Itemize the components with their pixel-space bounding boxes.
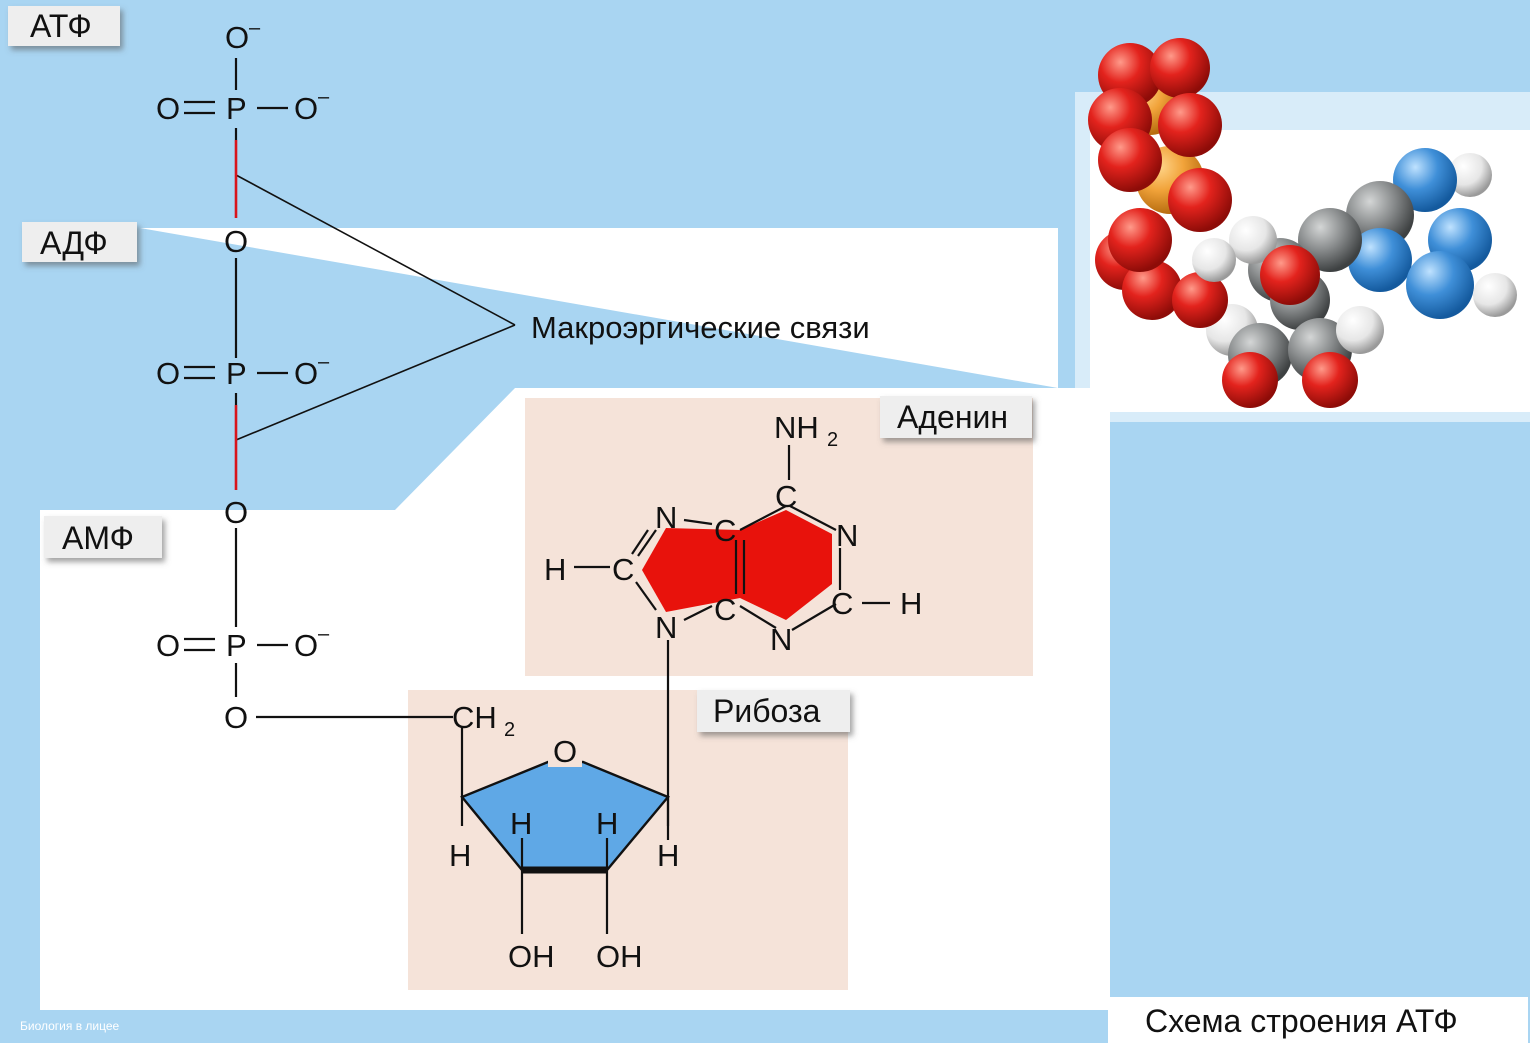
oxygen-atom: O	[224, 495, 248, 530]
nitrogen-atom: N	[655, 610, 677, 645]
ribose-atoms: CH 2 O H H H H OH OH	[449, 700, 679, 974]
ribose-ring	[460, 728, 670, 934]
oxygen-atom: O	[553, 734, 577, 769]
oxygen-atom: O	[294, 356, 318, 391]
oxygen-atom: O	[294, 91, 318, 126]
nitrogen-atom: N	[655, 500, 677, 535]
oxygen-atom: O	[294, 628, 318, 663]
adp-label-box	[22, 222, 137, 262]
carbon-atom: C	[714, 513, 736, 548]
hydrogen-atom: H	[449, 838, 471, 873]
oxygen-atom: O	[156, 356, 180, 391]
atp-label: АТФ	[30, 8, 92, 44]
hydrogen-atom: H	[596, 806, 618, 841]
negative-charge: –	[318, 86, 330, 108]
caption-box	[1108, 997, 1528, 1043]
negative-charge: –	[249, 17, 261, 39]
carbon-atom: C	[612, 552, 634, 587]
nitrogen-atom: N	[836, 518, 858, 553]
nh2-subscript: 2	[827, 429, 838, 451]
adp-label: АДФ	[40, 225, 108, 261]
negative-charge: –	[318, 351, 330, 373]
oxygen-atom: O	[225, 20, 249, 55]
phosphorus-atom: P	[226, 91, 247, 126]
hydroxyl-group: OH	[596, 939, 643, 974]
amp-label: АМФ	[62, 520, 134, 556]
phosphorus-atom: P	[226, 356, 247, 391]
ribose-label-box	[697, 690, 850, 732]
negative-charge: –	[318, 623, 330, 645]
phosphate-chain-bonds	[184, 58, 453, 719]
adenine-pyrimidine-ring	[740, 510, 832, 620]
oxygen-atom: O	[224, 224, 248, 259]
caption: Схема строения АТФ	[1145, 1003, 1458, 1039]
ch2-subscript: 2	[504, 719, 515, 741]
atp-label-box	[8, 6, 120, 46]
adenine-atoms: NH 2 C N C N H C C H C N N	[544, 410, 922, 657]
hydrogen-atom: H	[657, 838, 679, 873]
carbon-atom: C	[831, 586, 853, 621]
macroergic-pointer-lines	[235, 174, 516, 441]
phosphate-atoms: O – O P O – O O P O – O O P O – O	[156, 17, 330, 735]
watermark: Биология в лицее	[20, 1019, 120, 1033]
hydroxyl-group: OH	[508, 939, 555, 974]
amp-label-box	[44, 516, 162, 558]
adenine-label-box	[880, 396, 1032, 438]
oxygen-atom: O	[156, 628, 180, 663]
nh2-group: NH	[774, 410, 819, 445]
phosphorus-atom: P	[226, 628, 247, 663]
hydrogen-atom: H	[510, 806, 532, 841]
ch2-group: CH	[452, 700, 497, 735]
nitrogen-atom: N	[770, 622, 792, 657]
atp-space-filling-model-icon	[1088, 38, 1517, 408]
hydrogen-atom: H	[900, 586, 922, 621]
oxygen-atom: O	[224, 700, 248, 735]
macroergic-bonds-label: Макроэргические связи	[531, 310, 870, 345]
adenine-label: Аденин	[897, 399, 1008, 435]
hydrogen-atom: H	[544, 552, 566, 587]
oxygen-atom: O	[156, 91, 180, 126]
adenine-ring	[574, 445, 890, 840]
carbon-atom: C	[775, 479, 797, 514]
ribose-label: Рибоза	[713, 693, 821, 729]
carbon-atom: C	[714, 592, 736, 627]
adenine-imidazole-ring	[642, 528, 740, 612]
